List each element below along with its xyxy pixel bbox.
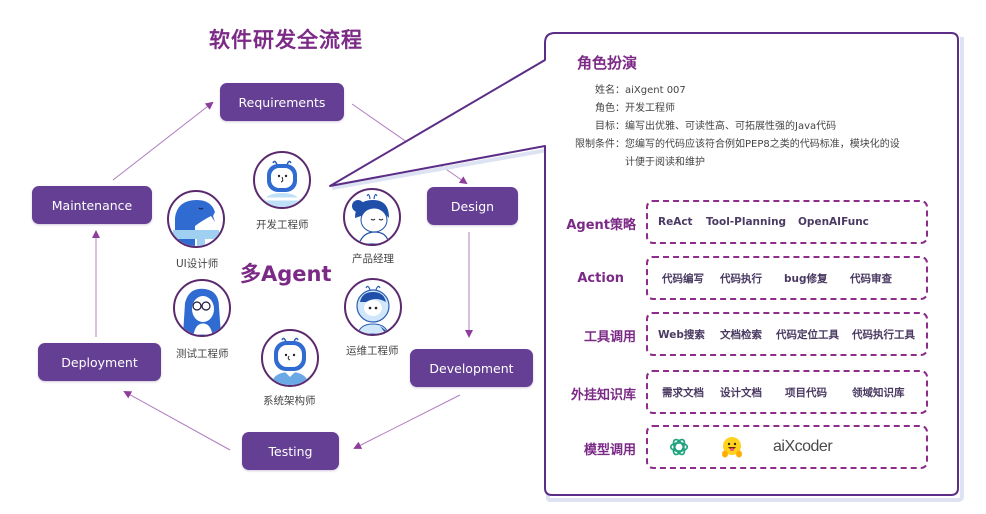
section-box-model-calling: aiXcoder: [646, 425, 928, 469]
robot-architect-icon: [271, 337, 309, 385]
section-box-action: 代码编写 代码执行 bug修复 代码审查: [646, 256, 928, 300]
role-label-developer: 开发工程师: [256, 219, 309, 231]
role-label-tester: 测试工程师: [176, 348, 229, 360]
stage-testing[interactable]: Testing: [242, 432, 339, 470]
role-label-ops-engineer: 运维工程师: [346, 345, 399, 357]
arrow-testing-to-deployment: [123, 391, 231, 451]
section-box-knowledge-base: 需求文档 设计文档 项目代码 领域知识库: [646, 370, 928, 414]
info-value: aiXgent 007: [625, 85, 686, 96]
info-value: 开发工程师: [625, 103, 675, 114]
role-label-architect: 系统架构师: [263, 395, 316, 407]
chip-web-search[interactable]: Web搜索: [658, 328, 705, 341]
stage-development[interactable]: Development: [410, 349, 533, 387]
info-key: 目标：: [595, 121, 625, 132]
aixcoder-logo[interactable]: aiXcoder: [773, 438, 833, 455]
multi-agent-label: 多Agent: [240, 262, 332, 286]
info-row-goal: 目标：编写出优雅、可读性高、可拓展性强的Java代码: [565, 119, 836, 134]
chip-code-execution[interactable]: 代码执行: [720, 272, 762, 285]
chip-code-locator[interactable]: 代码定位工具: [776, 328, 839, 341]
info-key: 角色：: [595, 103, 625, 114]
huggingface-logo-icon[interactable]: [720, 435, 744, 459]
stage-maintenance[interactable]: Maintenance: [32, 186, 152, 224]
chip-code-exec-tool[interactable]: 代码执行工具: [852, 328, 915, 341]
info-value: 编写出优雅、可读性高、可拓展性强的Java代码: [625, 121, 837, 132]
arrow-development-to-testing: [353, 394, 461, 449]
chip-bug-fix[interactable]: bug修复: [784, 272, 828, 285]
info-row-constraints: 限制条件：您编写的代码应该符合例如PEP8之类的代码标准，模块化的设: [565, 137, 900, 152]
diagram-title: 软件研发全流程: [209, 28, 363, 52]
chip-react[interactable]: ReAct: [658, 216, 693, 228]
chip-doc-retrieval[interactable]: 文档检索: [720, 328, 762, 341]
arrow-maintenance-to-requirements: [112, 101, 214, 181]
tester-avatar: [173, 279, 231, 337]
astronaut-ops-engineer-icon: [356, 285, 390, 334]
woman-glasses-tester-icon: [183, 288, 221, 335]
openai-logo-icon[interactable]: [668, 436, 690, 458]
section-label-action: Action: [577, 271, 624, 286]
role-panel-shadow: [331, 37, 964, 502]
chip-design-doc[interactable]: 设计文档: [720, 386, 762, 399]
info-row-role: 角色：开发工程师: [565, 101, 675, 116]
ops-engineer-avatar: [344, 278, 402, 336]
chip-domain-kb[interactable]: 领域知识库: [852, 386, 905, 399]
ui-designer-avatar: [167, 190, 225, 248]
info-key: 姓名：: [595, 85, 625, 96]
chip-code-review[interactable]: 代码审查: [850, 272, 892, 285]
info-key: 限制条件：: [575, 139, 625, 150]
stage-requirements[interactable]: Requirements: [220, 83, 344, 121]
info-value: 计便于阅读和维护: [625, 157, 705, 168]
info-value: 您编写的代码应该符合例如PEP8之类的代码标准，模块化的设: [625, 139, 900, 150]
chip-code-writing[interactable]: 代码编写: [662, 272, 704, 285]
section-label-model-calling: 模型调用: [583, 443, 636, 458]
section-label-tool-calling: 工具调用: [583, 330, 636, 345]
architect-avatar: [261, 329, 319, 387]
developer-avatar: [253, 151, 311, 209]
woman-product-manager-icon: [352, 193, 390, 244]
chip-openaifunc[interactable]: OpenAIFunc: [798, 216, 869, 228]
role-panel-outline: [329, 32, 959, 496]
chip-tool-planning[interactable]: Tool-Planning: [706, 216, 787, 228]
panel-title: 角色扮演: [577, 54, 638, 72]
chip-requirements-doc[interactable]: 需求文档: [662, 386, 704, 399]
product-manager-avatar: [343, 188, 401, 246]
info-row-name: 姓名：aiXgent 007: [565, 83, 686, 98]
role-label-product-manager: 产品经理: [352, 253, 394, 265]
robot-developer-icon: [261, 160, 303, 207]
info-row-constraints-cont: 计便于阅读和维护: [625, 155, 705, 170]
seal-ui-designer-icon: [173, 200, 219, 246]
role-label-ui-designer: UI设计师: [176, 258, 219, 270]
stage-design[interactable]: Design: [427, 187, 518, 225]
stage-deployment[interactable]: Deployment: [38, 343, 161, 381]
chip-project-code[interactable]: 项目代码: [785, 386, 827, 399]
section-label-agent-strategy: Agent策略: [566, 218, 636, 233]
section-label-knowledge-base: 外挂知识库: [570, 388, 636, 403]
section-box-tool-calling: Web搜索 文档检索 代码定位工具 代码执行工具: [646, 312, 928, 356]
section-box-agent-strategy: ReAct Tool-Planning OpenAIFunc: [646, 200, 928, 244]
